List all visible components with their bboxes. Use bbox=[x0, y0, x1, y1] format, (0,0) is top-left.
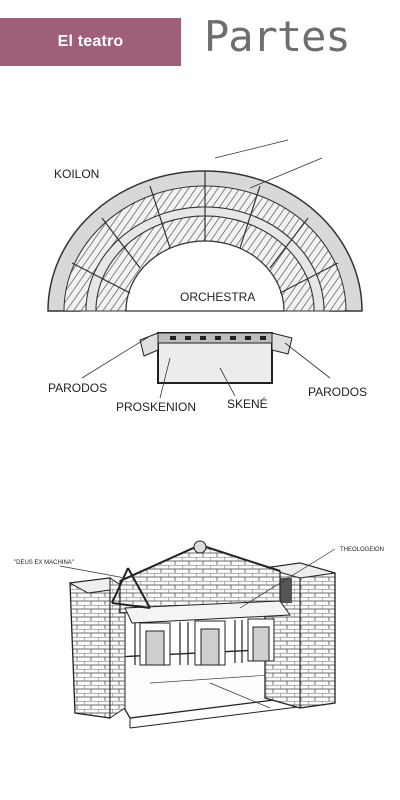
orchestra-area bbox=[125, 240, 285, 312]
page-title: Partes bbox=[204, 12, 351, 61]
label-parodos-right: PARODOS bbox=[308, 385, 367, 399]
section-badge: El teatro bbox=[0, 18, 181, 66]
label-orchestra: ORCHESTRA bbox=[180, 290, 255, 304]
aisles bbox=[71, 171, 339, 294]
label-koilon: KOILON bbox=[54, 167, 99, 181]
label-theologeion: THEOLOGEION bbox=[340, 547, 384, 553]
label-skene: SKENÉ bbox=[227, 396, 268, 411]
left-tower bbox=[68, 577, 127, 719]
label-parodos-left: PARODOS bbox=[48, 381, 107, 395]
section-label: El teatro bbox=[57, 33, 124, 50]
stage-doors bbox=[139, 618, 275, 666]
skene-cutaway-diagram: "DEUS EX MACHINA" THEOLOGEION bbox=[14, 540, 384, 729]
theatre-plan-diagram: KOILON ORCHESTRA PARODOS PARODOS PROSKEN… bbox=[47, 139, 367, 414]
label-deus-ex-machina: "DEUS EX MACHINA" bbox=[14, 560, 74, 566]
columns bbox=[134, 620, 243, 665]
parodos-right-ramp bbox=[271, 332, 293, 355]
back-wall bbox=[119, 540, 281, 614]
theologeion-platform bbox=[124, 600, 291, 624]
crane-machine bbox=[111, 567, 151, 609]
parodos-left-ramp bbox=[139, 332, 159, 357]
skene-building bbox=[157, 332, 273, 384]
label-proskenion: PROSKENION bbox=[116, 400, 196, 414]
